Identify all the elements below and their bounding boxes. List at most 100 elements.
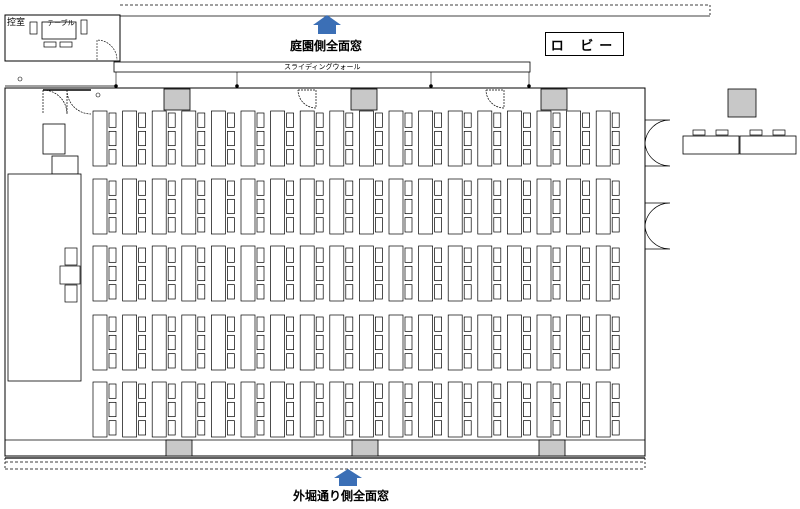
chair	[582, 401, 590, 418]
chair	[315, 401, 324, 418]
chair	[286, 334, 294, 351]
chair	[582, 334, 590, 351]
chair	[463, 180, 472, 196]
chair	[108, 420, 117, 436]
desk	[240, 245, 256, 302]
chair	[493, 383, 502, 399]
chair	[434, 284, 442, 300]
chair	[286, 353, 294, 369]
pillars	[163, 88, 757, 457]
chair	[523, 265, 531, 282]
chair	[523, 247, 531, 263]
chair	[375, 217, 383, 233]
chair	[345, 353, 354, 369]
chair	[345, 265, 354, 282]
chair	[286, 247, 294, 263]
desk	[507, 178, 522, 235]
chair	[582, 217, 590, 233]
chair	[227, 284, 235, 300]
chair	[523, 217, 531, 233]
desk	[92, 381, 108, 438]
chair	[315, 383, 324, 399]
chair	[108, 130, 117, 147]
chair	[345, 217, 354, 233]
chair	[523, 401, 531, 418]
desk	[92, 110, 108, 167]
desk	[122, 245, 137, 302]
desk	[418, 245, 433, 302]
desk	[299, 245, 315, 302]
chair	[138, 247, 146, 263]
chair	[227, 334, 235, 351]
desk	[240, 178, 256, 235]
chair	[463, 247, 472, 263]
chair	[434, 247, 442, 263]
desk	[270, 314, 285, 371]
desk	[359, 314, 374, 371]
chair	[434, 265, 442, 282]
chair	[434, 334, 442, 351]
chair	[197, 316, 206, 332]
chair	[523, 112, 531, 128]
chair	[256, 247, 265, 263]
chair	[108, 316, 117, 332]
chair	[493, 353, 502, 369]
chair	[286, 130, 294, 147]
desk	[507, 245, 522, 302]
chair	[315, 316, 324, 332]
chair	[227, 149, 235, 165]
chair	[523, 284, 531, 300]
chair	[493, 284, 502, 300]
chair	[227, 353, 235, 369]
chair	[404, 217, 413, 233]
chair	[611, 401, 620, 418]
chair	[582, 353, 590, 369]
chair	[493, 247, 502, 263]
lobby-reception	[682, 129, 797, 155]
chair	[611, 353, 620, 369]
chair	[582, 247, 590, 263]
chair	[463, 112, 472, 128]
chair	[167, 383, 176, 399]
sliding-wall-label: スライディングウォール	[284, 63, 361, 71]
chair	[375, 130, 383, 147]
desk	[122, 110, 137, 167]
chair	[375, 420, 383, 436]
desk	[388, 314, 404, 371]
chair	[138, 198, 146, 215]
chair	[345, 401, 354, 418]
chair	[227, 247, 235, 263]
chair	[552, 353, 561, 369]
chair	[108, 265, 117, 282]
chair	[167, 316, 176, 332]
chair	[197, 217, 206, 233]
desk	[536, 381, 552, 438]
chair	[523, 149, 531, 165]
lobby-doors	[644, 119, 671, 250]
chair	[375, 353, 383, 369]
chair	[315, 420, 324, 436]
chair	[256, 316, 265, 332]
chair	[552, 401, 561, 418]
chair	[227, 401, 235, 418]
chair	[315, 149, 324, 165]
desk	[299, 381, 315, 438]
chair	[493, 180, 502, 196]
desk	[447, 245, 463, 302]
chair	[404, 130, 413, 147]
chair	[375, 383, 383, 399]
chair	[375, 265, 383, 282]
waiting-room-label: 控室	[7, 18, 26, 28]
desk	[595, 314, 611, 371]
chair	[434, 316, 442, 332]
desk	[418, 314, 433, 371]
chair	[582, 149, 590, 165]
chair	[227, 265, 235, 282]
desk	[447, 381, 463, 438]
desk	[477, 381, 493, 438]
desk	[359, 381, 374, 438]
chair	[552, 420, 561, 436]
chair	[552, 180, 561, 196]
chair	[256, 180, 265, 196]
chair	[256, 353, 265, 369]
